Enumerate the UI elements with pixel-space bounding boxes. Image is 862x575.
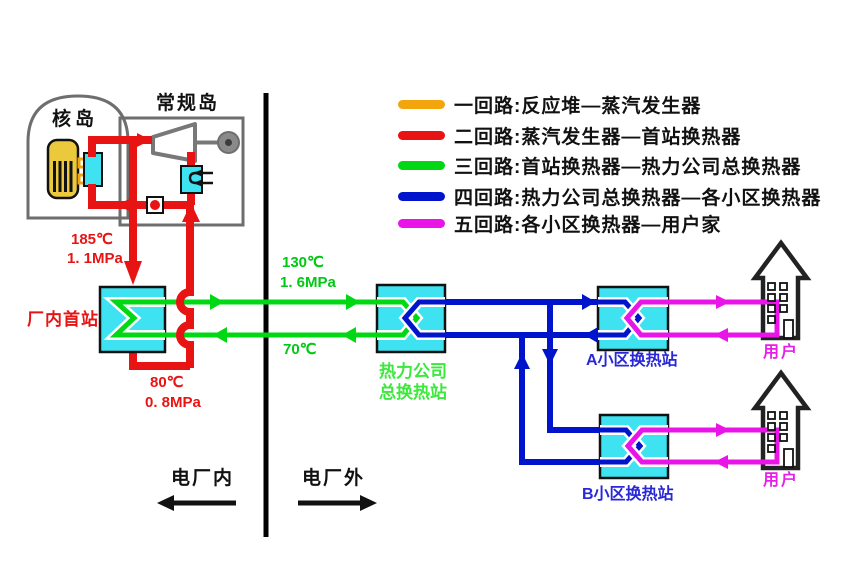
green-exchanger-coils: [109, 299, 421, 338]
legend-item-loop3: 三回路:首站换热器—热力公司总换热器: [398, 155, 802, 178]
loop1-color-swatch: [398, 100, 445, 109]
fourth-loop-arrow-icons: [514, 294, 598, 369]
company-station-label-line1: 热力公司: [379, 362, 447, 381]
house-a-windows: [767, 282, 794, 339]
blue-exchanger-coils: [598, 299, 644, 465]
network-supply-temp-label: 130℃: [282, 254, 324, 271]
nuclear-island-label: 核岛: [52, 109, 99, 130]
condenser-cooling-arrow-icons: [193, 169, 202, 187]
legend-label: 四回路:热力公司总换热器—各小区换热器: [454, 188, 822, 209]
first-station-coil: [109, 299, 165, 338]
network-return-temp-label: 70℃: [283, 341, 317, 358]
legend-label: 三回路:首站换热器—热力公司总换热器: [454, 157, 802, 178]
conventional-island-label: 常规岛: [156, 93, 220, 114]
magenta-exchanger-coils: [623, 299, 668, 465]
legend-item-loop2: 二回路:蒸汽发生器—首站换热器: [398, 125, 742, 148]
fourth-loop-pipes: [445, 299, 600, 465]
loop5-color-swatch: [398, 219, 445, 228]
legend-item-loop1: 一回路:反应堆—蒸汽发生器: [398, 94, 702, 117]
third-loop-pipes: [165, 299, 377, 338]
house-b-windows: [767, 411, 794, 468]
company-station-label-line2: 总换热站: [379, 383, 447, 402]
station-a-blue-coil: [598, 299, 643, 338]
conventional-island-box: [118, 116, 245, 227]
legend-label: 一回路:反应堆—蒸汽发生器: [454, 96, 702, 117]
fifth-loop-arrow-icons: [714, 295, 730, 469]
first-station-label: 厂内首站: [27, 310, 99, 329]
return-temp-label: 80℃: [150, 374, 184, 391]
house-a-door-icon: [783, 319, 794, 339]
user-b-label: 用户: [763, 472, 800, 489]
station-b-magenta-coil: [624, 427, 668, 465]
legend-label: 二回路:蒸汽发生器—首站换热器: [454, 127, 742, 148]
return-pressure-label: 0. 8MPa: [145, 394, 201, 411]
supply-pressure-label: 1. 1MPa: [67, 250, 123, 267]
network-supply-pressure-label: 1. 6MPa: [280, 274, 336, 291]
secondary-loop-return-riser: [176, 205, 194, 368]
inside-arrow-head-icon: [157, 495, 174, 511]
house-b-door-icon: [783, 448, 794, 468]
user-a-label: 用户: [763, 344, 800, 361]
pump-impeller-icon: [150, 200, 160, 210]
company-station-green-coil: [377, 299, 421, 338]
company-station-blue-coil: [401, 299, 445, 338]
station-b-label: B小区换热站: [582, 486, 674, 503]
outside-arrow-head-icon: [360, 495, 377, 511]
reactor-vessel: [46, 138, 80, 200]
inside-plant-label: 电厂内: [171, 468, 235, 489]
supply-temp-label: 185℃: [71, 231, 113, 248]
control-rods-icon: [53, 161, 73, 192]
fifth-loop-pipes: [668, 299, 780, 465]
legend-item-loop5: 五回路:各小区换热器—用户家: [398, 213, 722, 236]
third-loop-arrow-icons: [210, 294, 360, 343]
station-a-label: A小区换热站: [586, 352, 678, 369]
steam-generator: [83, 152, 103, 187]
outside-plant-label: 电厂外: [302, 468, 366, 489]
loop2-color-swatch: [398, 131, 445, 140]
station-a-magenta-coil: [623, 299, 668, 338]
condenser: [180, 165, 203, 194]
loop4-color-swatch: [398, 192, 445, 201]
house-b-icon: [750, 369, 812, 471]
station-b-blue-coil: [600, 427, 644, 465]
boundary-direction-arrows: [157, 495, 377, 511]
legend-item-loop4: 四回路:热力公司总换热器—各小区换热器: [398, 186, 822, 209]
legend-label: 五回路:各小区换热器—用户家: [454, 215, 722, 236]
generator-hub: [225, 139, 232, 146]
loop3-color-swatch: [398, 161, 445, 170]
secondary-loop-arrow-icons: [116, 133, 200, 285]
